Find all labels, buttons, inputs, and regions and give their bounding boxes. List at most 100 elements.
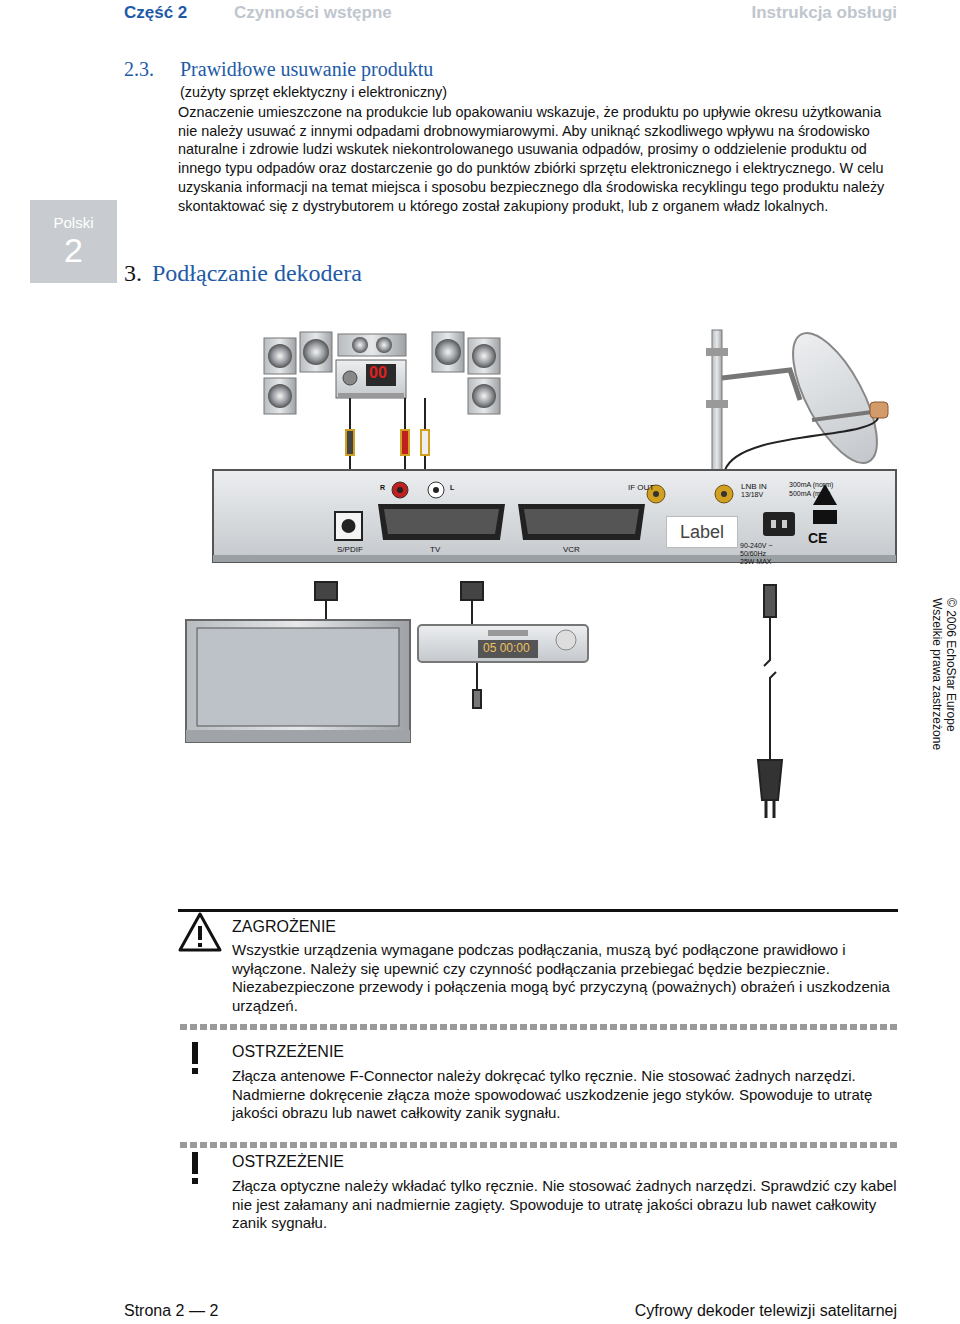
side-tab-part [30, 200, 117, 283]
rating-label: 25W MAX [740, 558, 772, 565]
warning-rules-part [178, 1024, 898, 1030]
decoder-rear-panel-part [813, 510, 837, 524]
speaker-set-part [468, 378, 500, 414]
warning-rules [178, 909, 898, 1184]
speaker-set-part [468, 338, 500, 374]
subtitle: (zużyty sprzęt eklektyczny i elektronicz… [180, 84, 447, 100]
scart-cables-part [476, 662, 478, 690]
warning-title: OSTRZEŻENIE [232, 1153, 344, 1171]
power-cord [758, 585, 782, 818]
satellite-dish-part [812, 412, 872, 420]
vcr-display: 05 00:00 [483, 641, 530, 655]
warning-rules-part [192, 1042, 198, 1064]
port-label: 13/18V [741, 491, 763, 498]
warning-rules-part [180, 914, 220, 950]
ce-mark: CE [808, 530, 827, 546]
power-cord-part [766, 800, 774, 818]
amp-display: 00 [369, 364, 387, 382]
speaker-set-part [432, 332, 464, 372]
satellite-dish-part [870, 402, 888, 418]
satellite-dish-part [776, 321, 893, 474]
warning-text: Wszystkie urządzenia wymagane podczas po… [232, 941, 898, 1015]
port-label: VCR [563, 545, 580, 554]
scart-cables-part [315, 582, 337, 600]
language-tab: Polski2 [30, 200, 117, 283]
decoder-rear-panel-part [433, 487, 439, 493]
television-part [197, 628, 399, 726]
node-text: Label [680, 522, 724, 543]
decoder-rear-panel-part [721, 491, 727, 497]
audio-cables-part [404, 398, 406, 430]
satellite-dish-part [706, 400, 728, 408]
decoder-rear-panel-part [397, 487, 403, 493]
speaker-set-part [264, 338, 296, 374]
section-heading: Prawidłowe usuwanie produktu [180, 58, 433, 81]
decoder-rear-panel-part [763, 512, 795, 536]
power-cord-part [758, 760, 782, 800]
port-label: 300mA (norm) [789, 481, 833, 488]
warning-rules-part [192, 1178, 198, 1184]
speaker-set-part [472, 384, 496, 408]
decoder-rear-panel-part [392, 482, 408, 498]
decoder-rear-panel-part [342, 519, 356, 533]
header-manual: Instrukcja obsługi [752, 3, 897, 23]
speaker-set-part [352, 337, 368, 353]
audio-cables-part [401, 430, 409, 455]
copyright: © 2006 EchoStar Europe [944, 598, 958, 732]
side-tab [30, 200, 117, 283]
vcr-part [488, 630, 528, 636]
warning-text: Złącza optyczne należy wkładać tylko ręc… [232, 1177, 898, 1233]
speaker-set-part [303, 339, 329, 365]
speaker-set-part [338, 334, 406, 356]
decoder-rear-panel-part [428, 482, 444, 498]
decoder-rear-panel-part [771, 520, 776, 528]
decoder-rear-panel [213, 470, 896, 562]
power-cord-part [764, 585, 776, 760]
warning-text: Złącza antenowe F-Connector należy dokrę… [232, 1067, 898, 1123]
decoder-rear-panel-part [715, 485, 733, 503]
node-text: Polski [53, 214, 93, 231]
decoder-rear-panel-part [384, 509, 499, 534]
footer-page: Strona 2 — 2 [124, 1302, 218, 1320]
speaker-set-part [336, 360, 406, 398]
warning-title: OSTRZEŻENIE [232, 1043, 344, 1061]
speaker-set-part [376, 337, 392, 353]
warning-rules-part [192, 1152, 198, 1174]
port-label: IF OUT [628, 483, 654, 492]
body-paragraph: Oznaczenie umieszczone na produkcie lub … [178, 103, 902, 215]
vcr-part [478, 640, 538, 658]
speaker-set-part [264, 378, 296, 414]
port-label: TV [430, 545, 440, 554]
footer-title: Cyfrowy dekoder telewizji satelitarnej [635, 1302, 897, 1320]
audio-cables-part [421, 430, 429, 455]
port-label: R [380, 484, 385, 491]
speaker-set-part [366, 364, 396, 386]
audio-cables-part [424, 398, 426, 430]
label-sticker: Label [666, 516, 738, 548]
television [186, 620, 410, 742]
copyright: Wszelkie prawa zastrzeżone [930, 598, 944, 750]
port-label: S/PDIF [337, 545, 363, 554]
audio-cables-part [346, 430, 354, 455]
port-label: 500mA (max) [789, 490, 831, 497]
scart-cables-part [471, 600, 473, 625]
port-label: LNB IN [741, 482, 767, 491]
satellite-dish-part [706, 348, 728, 356]
television-part [186, 620, 410, 742]
speaker-set-part [472, 344, 496, 368]
speaker-set-part [343, 371, 357, 385]
satellite-dish-part [722, 370, 800, 400]
section-number: 3. [124, 260, 142, 287]
decoder-rear-panel-part [213, 555, 896, 562]
speaker-set [264, 332, 500, 414]
warning-rules-part [178, 1142, 898, 1148]
decoder-rear-panel-part [782, 520, 787, 528]
rating-label: 90-240V ~ [740, 542, 773, 549]
section-number: 2.3. [124, 58, 154, 81]
warning-rules-part [178, 909, 898, 912]
power-cord-part [764, 585, 776, 617]
scart-cables-part [461, 582, 483, 600]
speaker-set-part [268, 344, 292, 368]
speaker-set-part [338, 393, 404, 397]
scart-cables-part [473, 690, 481, 708]
